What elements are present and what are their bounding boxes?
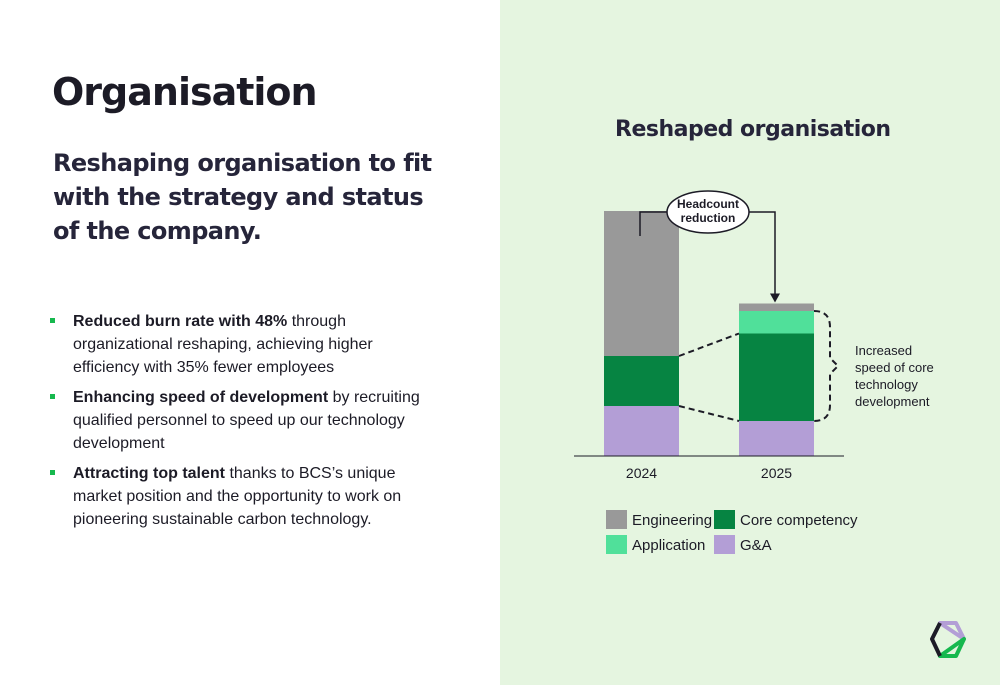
legend-swatch-g-a	[714, 535, 735, 554]
legend-swatch-application	[606, 535, 627, 554]
arrow-left-segment	[639, 211, 668, 236]
page-title: Organisation	[52, 70, 318, 114]
x-tick-label: 2024	[626, 465, 657, 481]
bullet-item: Enhancing speed of development by recrui…	[50, 386, 430, 455]
legend-label-engineering: Engineering	[632, 512, 712, 529]
chart-title: Reshaped organisation	[615, 117, 891, 142]
connector-bottom-dashed	[678, 405, 740, 422]
legend-label-core-competency: Core competency	[740, 512, 858, 529]
bullet-square-icon	[50, 470, 55, 475]
left-panel: Organisation Reshaping organisation to f…	[50, 70, 433, 538]
bracket-dashed	[813, 310, 840, 422]
bar-core-competency-2025	[739, 333, 814, 421]
bullet-text: by recruiting qualified personnel to spe…	[73, 389, 420, 452]
headcount-bubble	[666, 190, 750, 234]
connector-top-dashed	[678, 332, 740, 357]
bar-application-2025	[739, 311, 814, 334]
bullet-text: through organizational reshaping, achiev…	[73, 313, 373, 376]
page-subtitle: Reshaping organisation to fit with the s…	[53, 149, 432, 245]
arrow-head-icon	[770, 293, 780, 303]
bar-engineering-2024	[604, 211, 679, 356]
bar-g-a-2024	[604, 406, 679, 456]
legend-swatch-core-competency	[714, 510, 735, 529]
bar-g-a-2025	[739, 421, 814, 456]
bullet-bold: Attracting top talent	[73, 465, 225, 482]
bullet-text: thanks to BCS’s unique market position a…	[73, 465, 402, 528]
bullet-square-icon	[50, 394, 55, 399]
legend-swatch-engineering	[606, 510, 627, 529]
hexagon-logo-icon	[930, 621, 966, 658]
bullet-item: Reduced burn rate with 48% through organ…	[50, 310, 430, 379]
bullet-square-icon	[50, 318, 55, 323]
bullet-bold: Enhancing speed of development	[73, 389, 329, 406]
bar-engineering-2025	[739, 303, 814, 311]
arrow-right-segment	[748, 211, 776, 296]
bullet-bold: Reduced burn rate with 48%	[73, 313, 288, 330]
bullet-list: Reduced burn rate with 48% through organ…	[50, 310, 430, 538]
legend-label-application: Application	[632, 537, 705, 554]
legend-label-g-a: G&A	[740, 537, 772, 554]
bullet-item: Attracting top talent thanks to BCS’s un…	[50, 462, 430, 531]
bar-core-competency-2024	[604, 356, 679, 406]
x-tick-label: 2025	[761, 465, 792, 481]
